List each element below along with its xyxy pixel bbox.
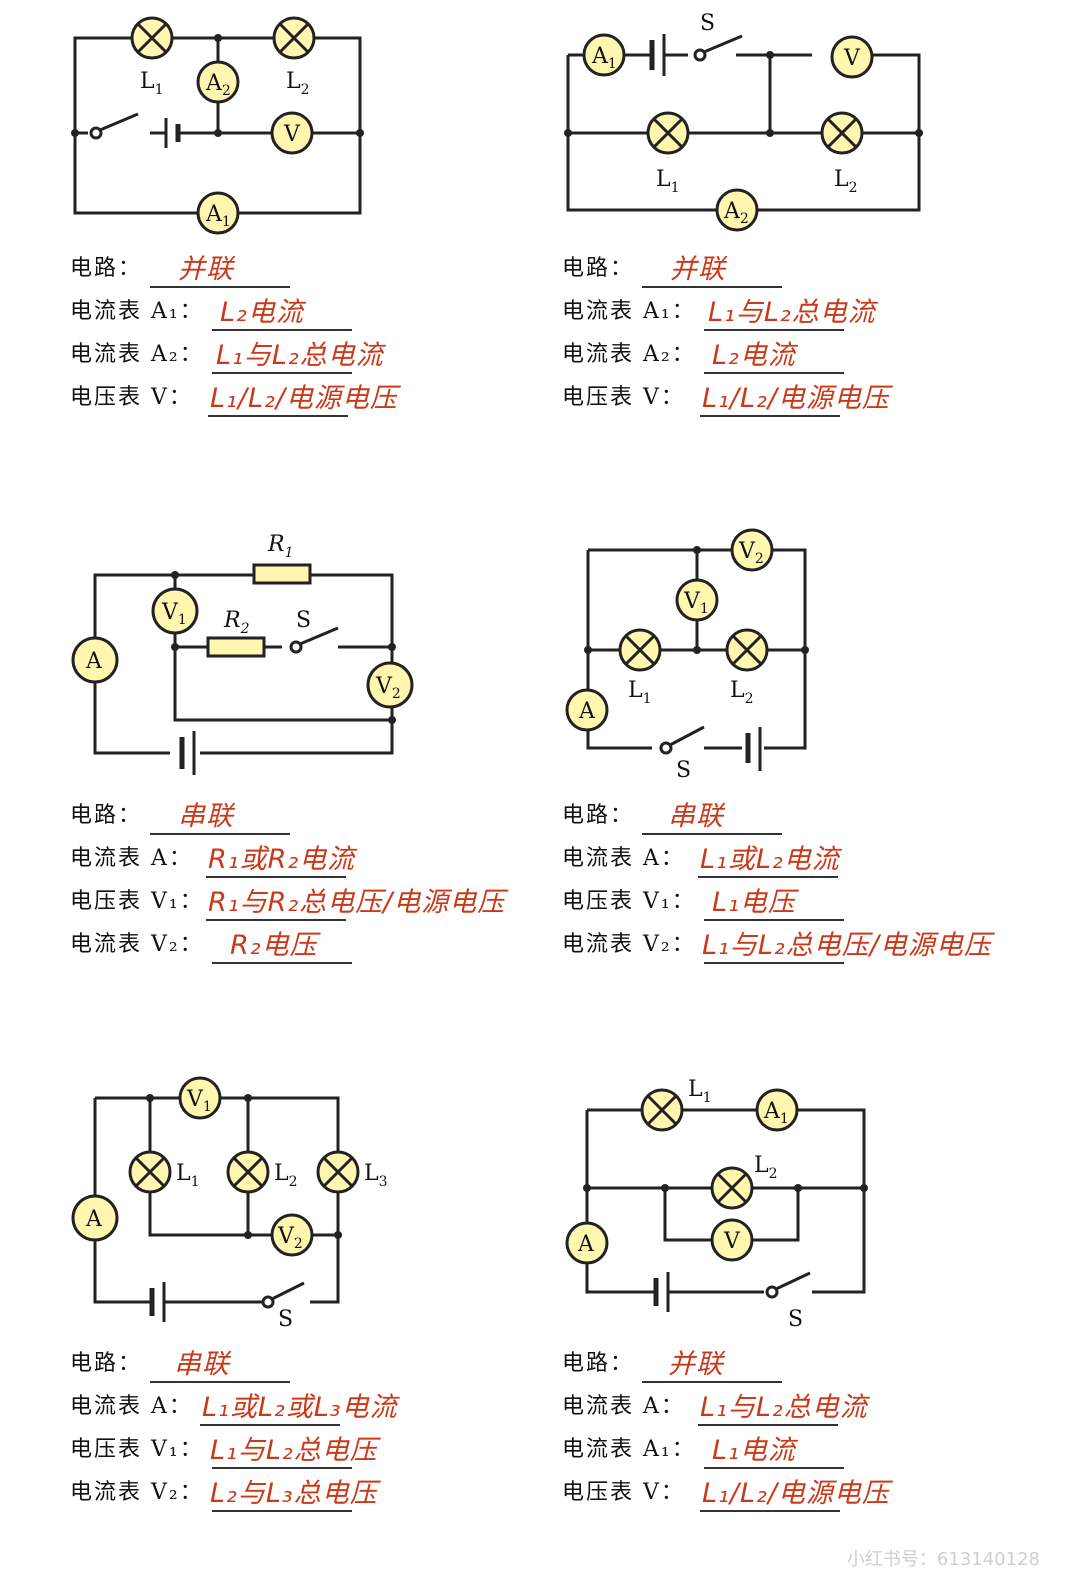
svg-text:L2: L2 [754,1153,778,1182]
ammeter-A2 [715,188,759,232]
svg-text:S: S [278,1307,293,1330]
lamp-L1 [128,1150,172,1194]
svg-text:R2: R2 [223,608,250,637]
svg-text:V1: V1 [683,589,709,617]
resistor-R1 [252,563,312,585]
voltmeter-V1 [151,587,199,635]
svg-text:S: S [788,1307,803,1330]
circuit-panel-5: V1 L1 L2 L3 V2 A S 电路：串联 电流表 A：L₁或L₂或L₃电… [0,1060,520,1560]
circuit-panel-2: S A1 V L1 L2 A2 电路：并联 电流表 A₁：L₁与L₂总电流 电流… [492,0,1012,500]
lamp-L3 [316,1150,360,1194]
lamp-L1 [618,628,662,672]
svg-text:A1: A1 [763,1099,789,1127]
circuit-panel-1: L1 L2 A2 V A1 电路：并联 电流表 A₁：L₂电流 电流表 A₂：L… [0,0,520,500]
svg-text:L2: L2 [834,167,858,196]
svg-text:A: A [577,1232,595,1257]
circuit-diagram-4: V2 V1 L1 L2 A S [565,528,809,783]
lamp-L1 [640,1088,684,1132]
ammeter-A [565,1221,609,1265]
circuit-panel-3: R1 R2 S A V1 V2 电路：串联 电流表 A：R₁或R₂电流 电压表 … [0,515,520,1015]
voltmeter-V [710,1218,754,1262]
svg-text:V2: V2 [738,539,764,567]
svg-text:V: V [283,122,301,147]
voltmeter-V [270,111,314,155]
lamp-L2 [226,1150,270,1194]
circuit-panel-4: V2 V1 L1 L2 A S 电路：串联 电流表 A：L₁或L₂电流 电压表 … [492,515,1012,1015]
svg-text:A2: A2 [723,199,749,227]
voltmeter-V2 [270,1213,314,1257]
lamp-L2 [710,1166,754,1210]
svg-text:V: V [723,1229,741,1254]
svg-text:S: S [296,608,311,633]
ammeter-A [71,636,119,684]
circuit-diagram-2: S A1 V L1 L2 A2 [564,11,923,232]
lamp-L1 [646,111,690,155]
voltmeter-V2 [366,661,414,709]
svg-text:L2: L2 [730,678,754,707]
svg-text:L1: L1 [176,1161,200,1190]
ammeter-A [71,1194,119,1242]
circuit-panel-6: L1 A1 L2 V A S 电路：并联 电流表 A：L₁与L₂总电流 电流表 … [492,1060,1012,1560]
circuit-diagram-6: L1 A1 L2 V A S [565,1077,868,1330]
svg-text:S: S [700,11,715,36]
lamp-L2 [725,628,769,672]
svg-text:L1: L1 [656,167,680,196]
svg-text:V: V [843,46,861,71]
svg-text:A1: A1 [591,44,617,72]
svg-text:A: A [85,649,103,674]
watermark: 小红书号：613140128 [846,1549,1040,1570]
ammeter-A2 [196,60,240,104]
svg-text:L2: L2 [286,69,310,98]
svg-text:A: A [578,699,596,724]
svg-text:V1: V1 [186,1087,212,1115]
lamp-L2 [272,16,316,60]
ammeter-A1 [196,191,240,235]
svg-text:V2: V2 [375,674,401,702]
voltmeter-V [830,35,874,79]
voltmeter-V1 [675,578,719,622]
circuit-diagram-5: V1 L1 L2 L3 V2 A S [71,1076,388,1330]
svg-text:S: S [676,758,691,783]
circuit-diagram-1: L1 L2 A2 V A1 [71,16,364,235]
ammeter-A [565,688,609,732]
svg-text:L1: L1 [140,69,164,98]
svg-text:V2: V2 [277,1224,303,1252]
lamp-L1 [130,16,174,60]
voltmeter-V2 [730,528,774,572]
svg-text:V1: V1 [161,600,187,628]
svg-text:A: A [85,1207,103,1232]
ammeter-A1 [582,33,626,77]
circuit-diagram-3: R1 R2 S A V1 V2 [71,532,414,775]
ammeter-A1 [755,1088,799,1132]
resistor-R2 [206,636,266,658]
svg-text:L1: L1 [628,678,652,707]
svg-text:L3: L3 [364,1161,388,1190]
svg-text:R1: R1 [267,532,294,561]
svg-text:L2: L2 [274,1161,298,1190]
svg-text:A1: A1 [205,202,231,230]
lamp-L2 [820,111,864,155]
svg-text:A2: A2 [205,71,231,99]
svg-text:L1: L1 [688,1077,712,1106]
voltmeter-V1 [178,1076,222,1120]
